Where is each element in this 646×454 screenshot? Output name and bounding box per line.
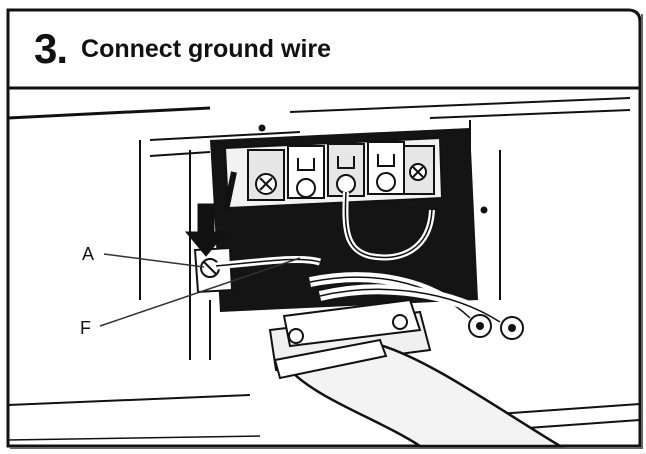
callout-a: A: [82, 244, 95, 264]
frame-shadow: [10, 14, 643, 449]
power-cord-wires: [309, 272, 524, 340]
terminal-block: [223, 136, 444, 210]
leader-f: [99, 257, 301, 327]
step-header: 3. Connect ground wire: [10, 14, 630, 84]
center-wire-outline: [344, 191, 433, 259]
power-cord: [289, 343, 565, 448]
ground-screw-slot: [203, 261, 217, 275]
frame-border: [6, 8, 642, 448]
step-title: Connect ground wire: [81, 34, 332, 63]
panel-lines: [7, 97, 641, 441]
ground-wire-outline: [215, 258, 321, 267]
callout-f: F: [80, 318, 91, 338]
left-stub: [223, 171, 237, 211]
step-number: 3.: [34, 25, 68, 72]
cord-clamp: [273, 338, 388, 380]
down-arrow-icon: [184, 203, 228, 257]
leader-a: [103, 253, 205, 268]
